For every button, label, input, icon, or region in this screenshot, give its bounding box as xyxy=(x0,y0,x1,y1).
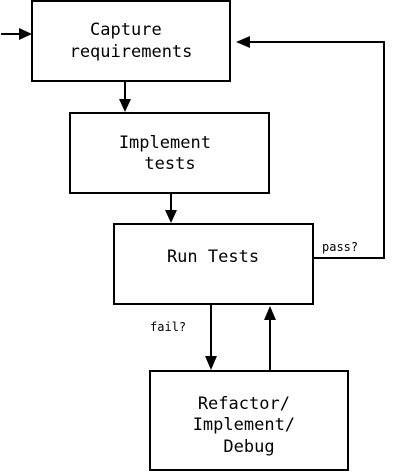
capture-line-1: Capture xyxy=(90,20,162,40)
capture-requirements-box xyxy=(31,0,231,82)
arrow-run-to-refactor xyxy=(205,305,217,370)
run-tests-label: Run Tests xyxy=(167,247,259,267)
arrow-implement-to-run xyxy=(165,194,177,223)
refactor-implement-debug-box xyxy=(149,370,349,471)
arrow-capture-to-implement xyxy=(119,82,131,112)
implement-tests-label: Implement tests xyxy=(119,133,221,174)
run-tests-box xyxy=(113,223,314,305)
refactor-line-2: Implement/ xyxy=(193,415,295,435)
capture-requirements-label: Capture requirements xyxy=(70,20,193,62)
arrow-refactor-to-run xyxy=(264,306,276,370)
refactor-line-3: Debug xyxy=(223,437,274,457)
refactor-line-1: Refactor/ xyxy=(198,394,290,414)
fail-label: fail? xyxy=(150,320,186,334)
implement-tests-box xyxy=(69,112,270,194)
implement-tests-line-2: tests xyxy=(144,154,195,174)
refactor-label: Refactor/ Implement/ Debug xyxy=(193,394,306,457)
arrow-pass-to-capture xyxy=(236,36,385,259)
pass-label: pass? xyxy=(322,240,358,254)
implement-tests-line-1: Implement xyxy=(119,133,211,153)
capture-line-2: requirements xyxy=(70,42,193,62)
entry-arrow xyxy=(1,28,32,40)
run-tests-line-1: Run Tests xyxy=(167,247,259,267)
